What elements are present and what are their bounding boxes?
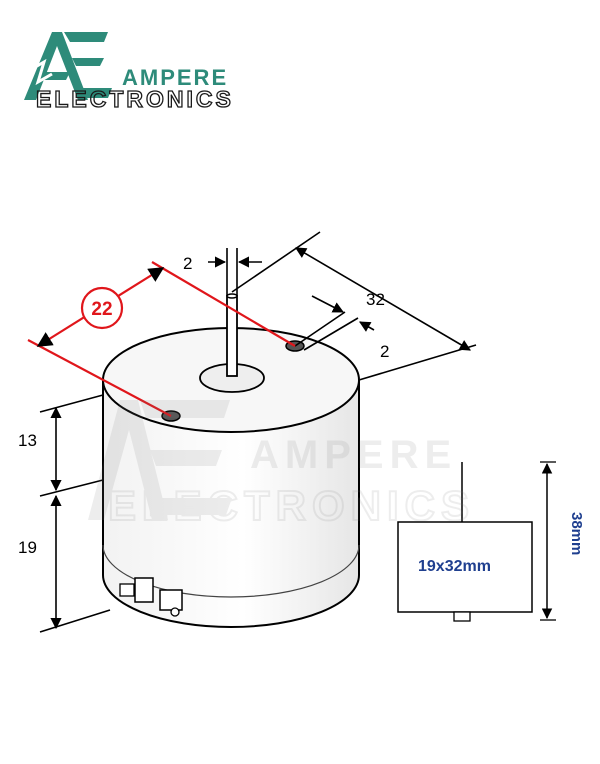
- inset-body-box: [397, 521, 533, 613]
- upper-height-label: 13: [18, 431, 37, 450]
- brand-line2: ELECTRONICS: [36, 86, 234, 112]
- lower-height-label: 19: [18, 538, 37, 557]
- watermark-line2: ELECTRONICS: [108, 482, 475, 529]
- diameter-label: 32: [366, 290, 385, 309]
- hole-spacing-badge: [80, 286, 124, 330]
- motor-terminals: [119, 577, 183, 617]
- hole-spacing-label: 22: [91, 299, 112, 320]
- inset-side-view: 19x32mm 38mm: [397, 461, 585, 622]
- hole-spacing-highlight: [27, 261, 296, 417]
- dimension-lines: [39, 231, 477, 633]
- brand-line1: AMPERE: [122, 65, 228, 90]
- brand-watermark: AMPERE ELECTRONICS: [88, 400, 475, 530]
- inset-terminal: [453, 611, 471, 622]
- shaft-width-label: 2: [183, 254, 192, 273]
- brand-logo: AMPERE ELECTRONICS: [24, 32, 234, 113]
- watermark-line1: AMPERE: [250, 433, 457, 477]
- motor-body: [102, 293, 360, 628]
- logo-mark-icon: [24, 32, 112, 100]
- hole-offset-label: 2: [380, 342, 389, 361]
- inset-box-label: 19x32mm: [418, 558, 491, 575]
- inset-height-label: 38mm: [568, 512, 585, 555]
